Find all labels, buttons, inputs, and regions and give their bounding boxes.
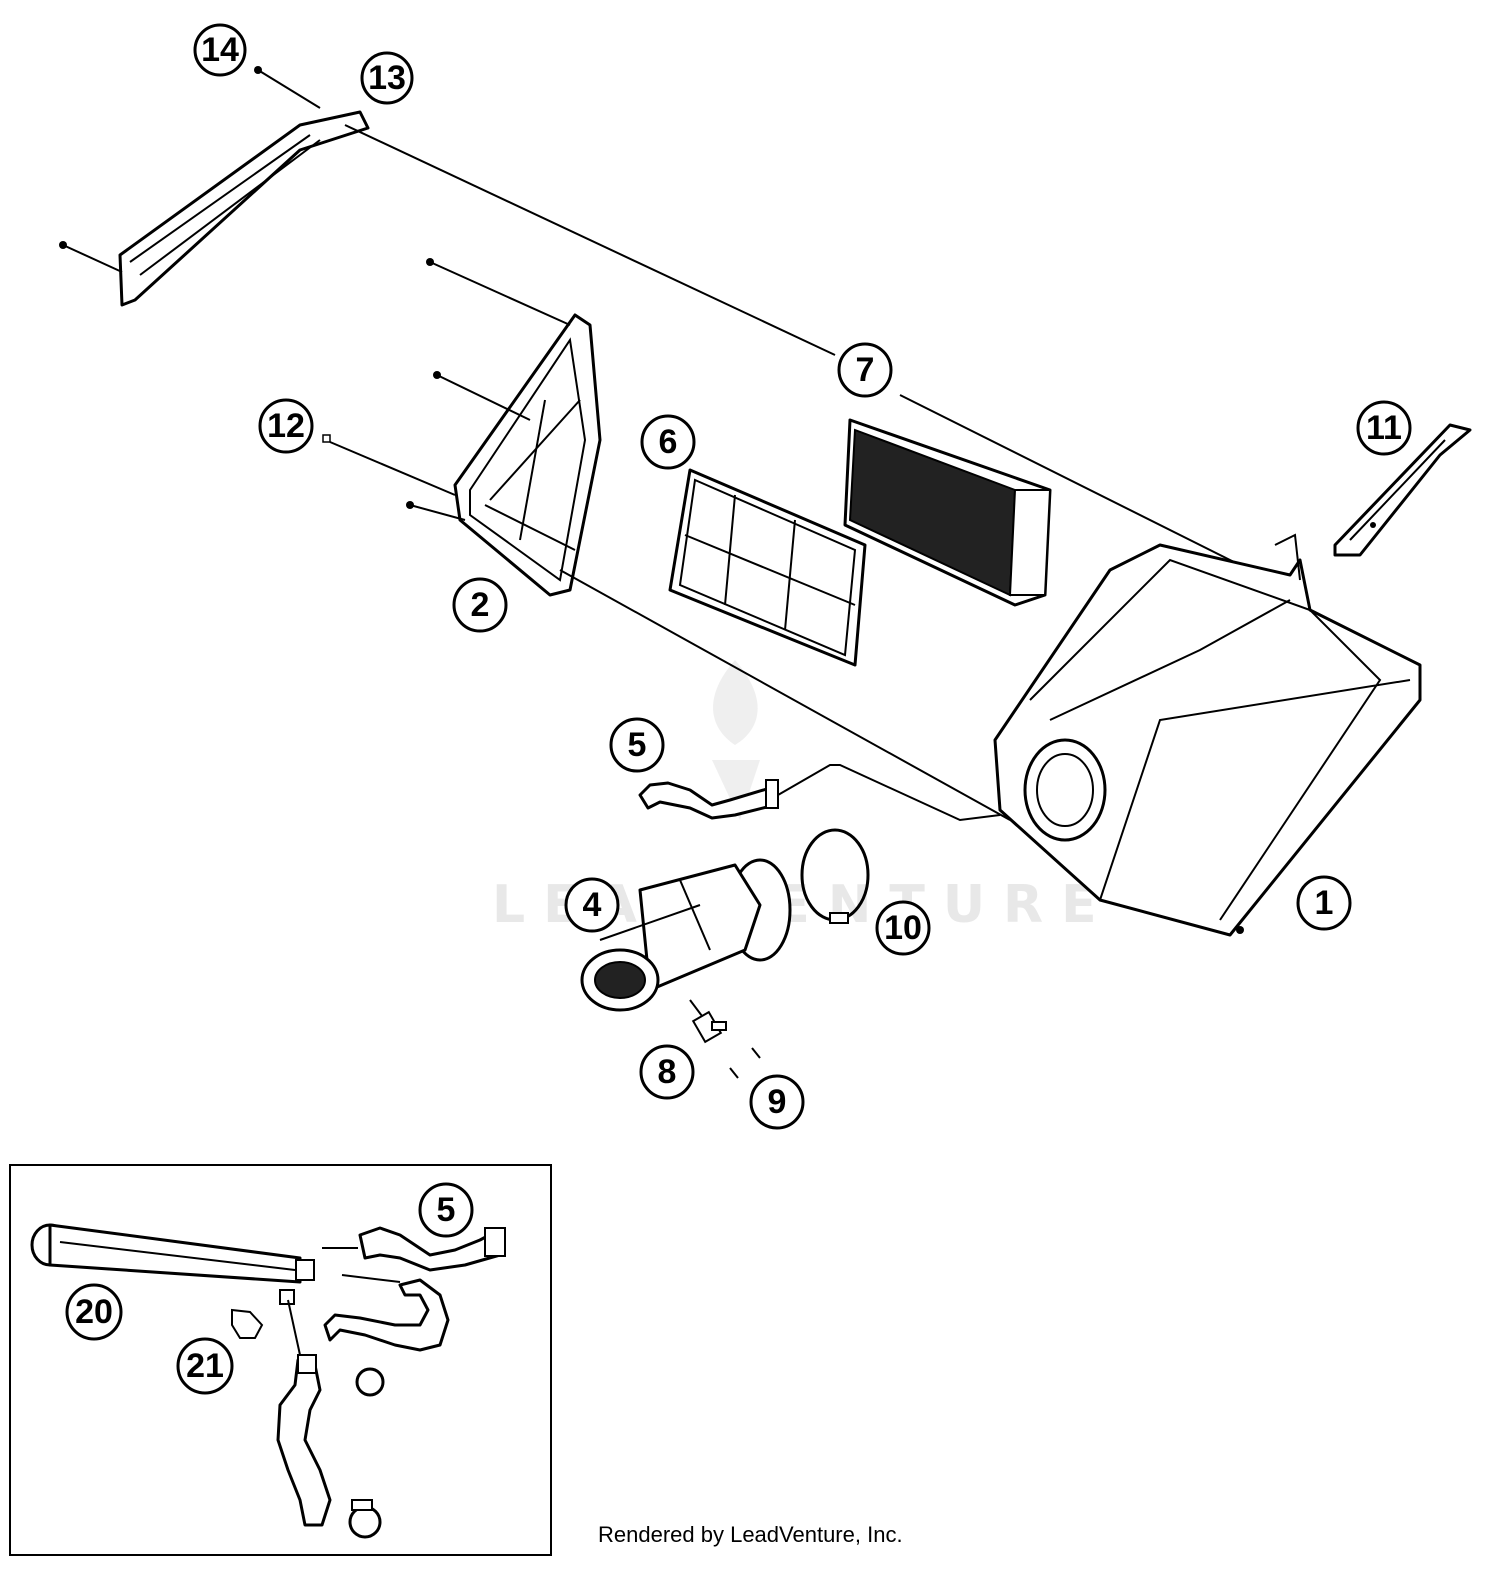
callout-1: 1 [1296, 875, 1352, 931]
svg-text:7: 7 [856, 351, 875, 389]
callout-8: 8 [639, 1044, 695, 1100]
callout-20: 20 [65, 1283, 123, 1341]
intake-boot-part-4[interactable] [580, 858, 792, 1012]
callout-14: 14 [193, 23, 247, 77]
svg-text:5: 5 [437, 1191, 456, 1229]
leader-7b [899, 394, 1241, 566]
callout-11: 11 [1356, 400, 1412, 456]
hose-clamp-inset[interactable] [348, 1367, 385, 1539]
svg-text:9: 9 [768, 1083, 787, 1121]
callout-4: 4 [564, 877, 620, 933]
breather-hose-inset-part-5[interactable] [276, 1226, 506, 1527]
svg-text:5: 5 [628, 726, 647, 764]
breather-hose-part-5[interactable] [638, 764, 1001, 822]
screws-part-9[interactable] [729, 1047, 761, 1079]
svg-text:21: 21 [186, 1347, 224, 1385]
inset-frame [9, 1164, 552, 1556]
svg-text:13: 13 [368, 59, 406, 97]
svg-text:4: 4 [583, 886, 602, 924]
svg-text:6: 6 [659, 423, 678, 461]
callout-2: 2 [452, 577, 508, 633]
footer-credit: Rendered by LeadVenture, Inc. [598, 1522, 903, 1547]
svg-text:8: 8 [658, 1053, 677, 1091]
callout-5: 5 [609, 717, 665, 773]
callout-13: 13 [360, 51, 414, 105]
clamp-part-10[interactable] [800, 828, 870, 924]
svg-text:14: 14 [201, 31, 239, 69]
callout-9: 9 [749, 1074, 805, 1130]
callout-5-inset: 5 [418, 1182, 474, 1238]
filter-cage-part-6[interactable] [668, 468, 867, 667]
callout-7: 7 [837, 342, 893, 398]
air-box-housing-part-1[interactable] [993, 533, 1422, 937]
callout-21: 21 [176, 1337, 234, 1395]
air-filter-part-7[interactable] [843, 418, 1052, 607]
callout-12: 12 [258, 398, 314, 454]
svg-text:1: 1 [1315, 884, 1334, 922]
strap-part-11[interactable] [1333, 423, 1472, 557]
svg-text:2: 2 [471, 586, 490, 624]
callout-6: 6 [640, 414, 696, 470]
callout-10: 10 [875, 900, 931, 956]
sensor-part-8[interactable] [689, 999, 727, 1044]
svg-text:12: 12 [267, 407, 305, 445]
tube-part-20[interactable] [30, 1223, 315, 1305]
leader-7 [344, 124, 836, 356]
svg-text:20: 20 [75, 1293, 113, 1331]
air-box-cover-part-2[interactable] [322, 258, 1011, 821]
svg-text:11: 11 [1366, 409, 1402, 447]
svg-text:10: 10 [884, 909, 922, 947]
bracket-part-13[interactable] [59, 66, 370, 307]
clip-part-21[interactable] [231, 1308, 264, 1339]
